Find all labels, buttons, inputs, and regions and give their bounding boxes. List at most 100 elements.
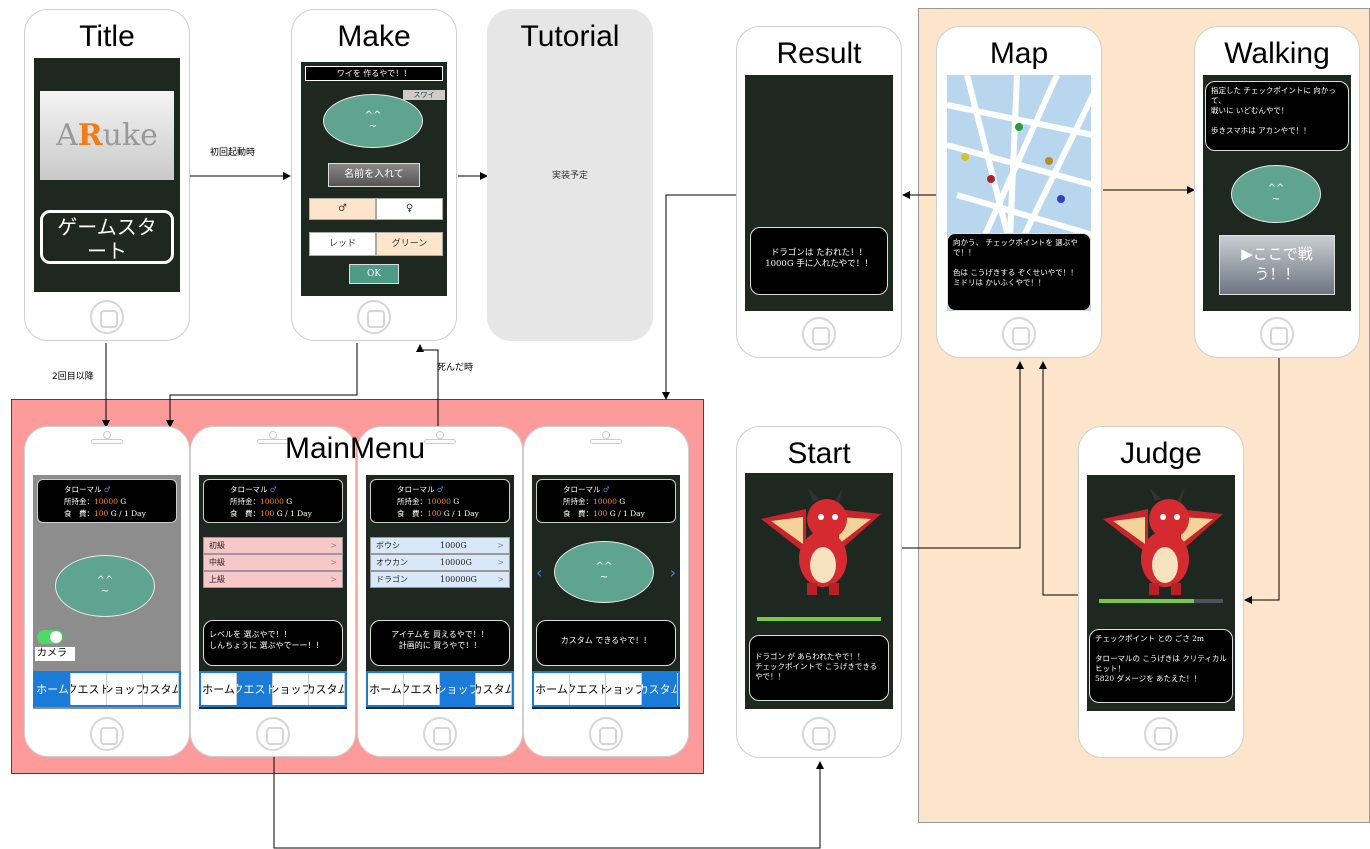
- phone-mainmenu-custom: タローマル ♂ 所持金：10000 G 食 費：100 G / 1 Day ‹ …: [523, 426, 689, 757]
- camera-dot: [436, 431, 444, 439]
- quest-screen: タローマル ♂ 所持金：10000 G 食 費：100 G / 1 Day 初級…: [199, 475, 347, 709]
- tab-custom[interactable]: カスタム: [309, 673, 345, 705]
- tab-home[interactable]: ホーム: [201, 673, 237, 705]
- start-screen: ドラゴン が あらわれたやで！！ チェックポイントで こうげきできるやで！！: [745, 473, 893, 709]
- tab-quest[interactable]: クエスト: [71, 673, 107, 705]
- checkpoint-pin-icon: [1057, 195, 1065, 203]
- tab-quest[interactable]: クエスト: [570, 673, 606, 705]
- screen-walking-label: Walking: [1224, 37, 1330, 70]
- red-button[interactable]: レッド: [309, 232, 376, 256]
- camera-dot: [269, 431, 277, 439]
- speaker-slot: [590, 439, 622, 444]
- judge-message: チェックポイント との ごさ 2m タローマルの こうげきは クリティカルヒット…: [1089, 629, 1233, 703]
- speaker-slot: [91, 439, 123, 444]
- tab-home[interactable]: ホーム: [534, 673, 570, 705]
- home-button-icon: [1260, 317, 1294, 351]
- green-button[interactable]: グリーン: [376, 232, 443, 256]
- map-message: 向かう、 チェックポイントを 選ぶやで！！ 色は こうげきする ぞくせいやで！！…: [947, 233, 1091, 311]
- phone-tutorial: Tutorial 実装予定: [487, 9, 653, 341]
- tab-shop[interactable]: ショップ: [107, 673, 143, 705]
- fight-here-button[interactable]: ▶ここで戦う！！: [1219, 235, 1335, 295]
- edge-walking-judge: [1244, 358, 1280, 604]
- custom-message: カスタム できるやで！！: [536, 620, 676, 666]
- red-dragon-icon: [1103, 487, 1223, 595]
- home-button-icon: [802, 317, 836, 351]
- home-button-icon: [1002, 317, 1036, 351]
- edge-mainmenu-start: [273, 757, 824, 849]
- edge-judge-map: [1039, 361, 1078, 596]
- chevron-right-icon[interactable]: ›: [669, 563, 676, 582]
- pet-egg: ^^ ~: [323, 94, 423, 148]
- tab-home[interactable]: ホーム: [368, 673, 404, 705]
- phone-map: Map 向かう、 チェックポイントを 選ぶやで！！ 色は こうげきする ぞくせい…: [936, 26, 1102, 358]
- tutorial-body: 実装予定: [551, 171, 588, 181]
- home-button-icon: [589, 717, 623, 751]
- screen-map-label: Map: [989, 37, 1049, 70]
- quest-row[interactable]: 初級: [203, 537, 343, 554]
- label-first-launch: 初回起動時: [210, 148, 256, 158]
- home-button-icon: [256, 717, 290, 751]
- enemy-hp-bar: [1099, 599, 1223, 603]
- label-second-time: 2回目以降: [52, 372, 94, 382]
- tab-custom[interactable]: カスタム: [642, 673, 678, 705]
- custom-screen: タローマル ♂ 所持金：10000 G 食 費：100 G / 1 Day ‹ …: [532, 475, 680, 709]
- tab-shop[interactable]: ショップ: [606, 673, 642, 705]
- quest-message: レベルを 選ぶやで！！ しんちょうに 選ぶやでーー！！: [203, 620, 343, 666]
- screen-result-label: Result: [776, 37, 862, 70]
- female-button[interactable]: ♀: [376, 198, 443, 220]
- phone-mainmenu-home: タローマル ♂ 所持金：10000 G 食 費：100 G / 1 Day ^^…: [24, 426, 190, 757]
- quest-row[interactable]: 上級: [203, 571, 343, 588]
- checkpoint-pin-icon: [1015, 123, 1023, 131]
- tab-custom[interactable]: カスタム: [143, 673, 179, 705]
- phone-result: Result ドラゴンは たおれた！！ 1000G 手に入れたやで！！: [736, 26, 902, 358]
- camera-dot: [602, 431, 610, 439]
- camera-label: カメラ: [35, 647, 75, 661]
- tab-quest[interactable]: クエスト: [237, 673, 273, 705]
- quest-row[interactable]: 中級: [203, 554, 343, 571]
- walking-message: 指定した チェックポイントに 向かって、 戦いに いどむんやで！ 歩きスマホは …: [1205, 81, 1349, 151]
- tab-custom[interactable]: カスタム: [476, 673, 512, 705]
- home-button-icon: [423, 717, 457, 751]
- checkpoint-pin-icon: [1045, 157, 1053, 165]
- male-button[interactable]: ♂: [309, 198, 376, 220]
- map-screen: 向かう、 チェックポイントを 選ぶやで！！ 色は こうげきする ぞくせいやで！！…: [947, 75, 1093, 311]
- status-panel: タローマル ♂ 所持金：10000 G 食 費：100 G / 1 Day: [536, 479, 676, 523]
- speaker-slot: [424, 439, 456, 444]
- home-button-icon: [90, 717, 124, 751]
- status-panel: タローマル ♂ 所持金：10000 G 食 費：100 G / 1 Day: [203, 479, 343, 523]
- checkpoint-pin-icon: [961, 153, 969, 161]
- make-header: ワイを 作るやで！！: [305, 66, 443, 81]
- ok-button[interactable]: OK: [349, 264, 399, 284]
- tab-bar: ホーム クエスト ショップ カスタム: [366, 671, 514, 707]
- make-screen: ワイを 作るやで！！ スワイ ^^ ~ 名前を入れて ♂ ♀ レッド グリーン …: [301, 62, 447, 296]
- edge-mainmenu-make: [416, 344, 439, 427]
- label-on-death: 死んだ時: [437, 363, 474, 373]
- pet-egg: ^^ ~: [1231, 165, 1321, 223]
- game-start-button[interactable]: ゲームスタート: [40, 210, 174, 264]
- pet-egg: ^^ ~: [554, 541, 654, 603]
- red-dragon-icon: [761, 487, 881, 595]
- chevron-left-icon[interactable]: ‹: [536, 563, 543, 582]
- tab-home[interactable]: ホーム: [35, 673, 71, 705]
- home-button-icon: [357, 300, 391, 334]
- camera-toggle[interactable]: [37, 630, 63, 644]
- checkpoint-pin-icon: [987, 175, 995, 183]
- tab-shop[interactable]: ショップ: [273, 673, 309, 705]
- home-button-icon: [1144, 717, 1178, 751]
- camera-dot: [103, 431, 111, 439]
- enemy-hp-bar: [757, 617, 881, 621]
- screen-judge-label: Judge: [1120, 437, 1202, 470]
- name-button[interactable]: 名前を入れて: [328, 163, 420, 187]
- result-message: ドラゴンは たおれた！！ 1000G 手に入れたやで！！: [750, 227, 888, 295]
- tab-bar: ホーム クエスト ショップ カスタム: [199, 671, 347, 707]
- tab-quest[interactable]: クエスト: [404, 673, 440, 705]
- tab-shop[interactable]: ショップ: [440, 673, 476, 705]
- result-screen: ドラゴンは たおれた！！ 1000G 手に入れたやで！！: [745, 75, 893, 311]
- shop-screen: タローマル ♂ 所持金：10000 G 食 費：100 G / 1 Day ボウ…: [366, 475, 514, 709]
- mainmenu-label: MainMenu: [284, 432, 426, 465]
- screen-title-label: Title: [79, 20, 135, 53]
